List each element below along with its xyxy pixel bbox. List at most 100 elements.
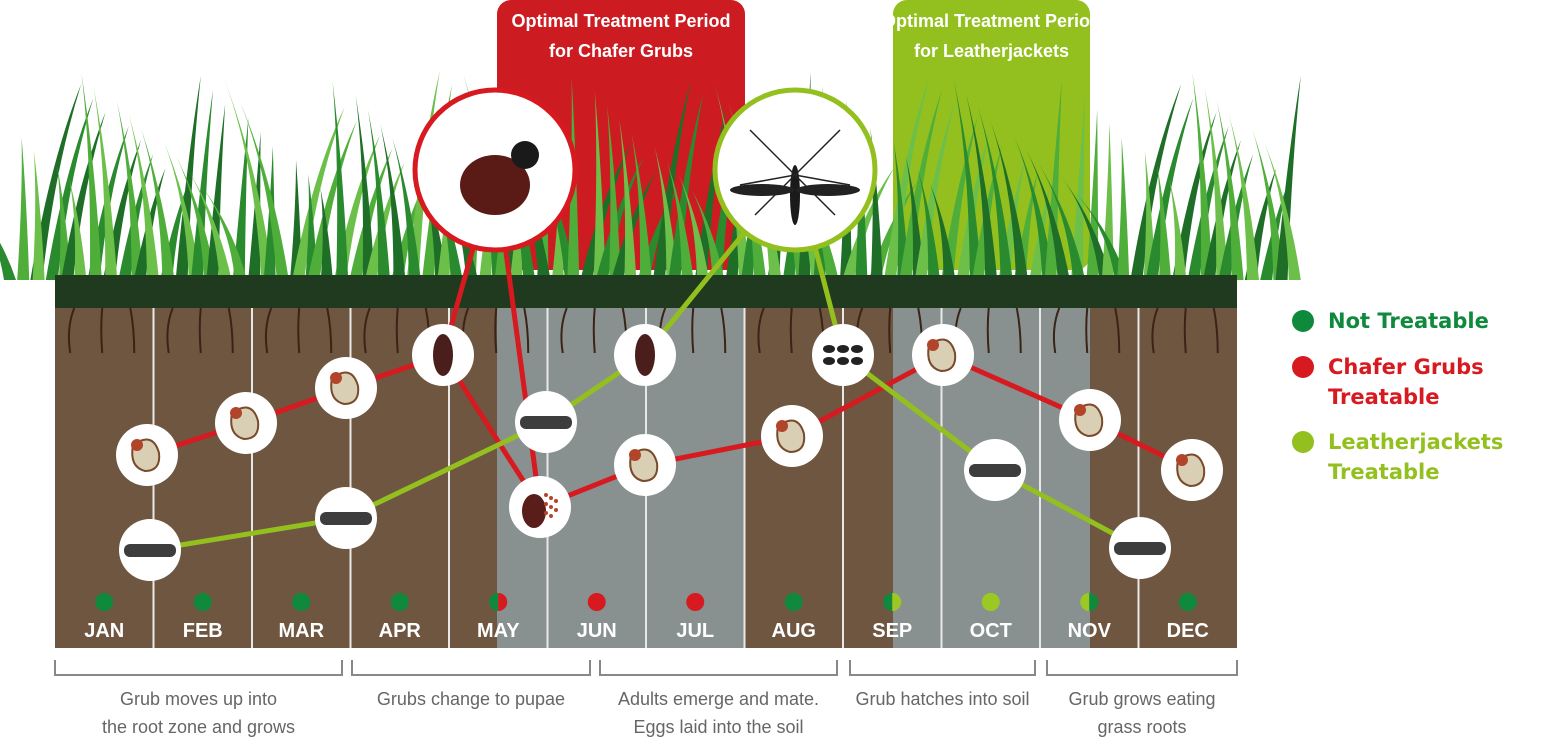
larva-icon [969, 464, 1021, 477]
crane-fly-body [790, 165, 800, 225]
larva-icon [520, 416, 572, 429]
treatment-box-title: for Leatherjackets [914, 41, 1069, 61]
treatment-box-title: for Chafer Grubs [549, 41, 693, 61]
crane-fly-icon [712, 87, 878, 253]
grass-root [1114, 307, 1121, 354]
egg-dot [554, 508, 558, 512]
grass-root [166, 307, 174, 354]
grass-blade [691, 189, 725, 280]
crane-fly-leg [754, 174, 796, 216]
grass-blade [523, 130, 577, 280]
grub-head [1176, 454, 1188, 466]
grass-blade [368, 110, 390, 280]
grass-blade [1145, 98, 1194, 280]
grass-blade [30, 84, 82, 280]
legend-label: Not Treatable [1328, 309, 1489, 333]
grass-blade [1216, 101, 1244, 280]
stage-caption: Adults emerge and mate. [618, 689, 819, 709]
grass-root [986, 307, 990, 354]
grass-blade [81, 73, 102, 280]
larva-icon [124, 544, 176, 557]
grass-blade [930, 184, 956, 280]
treatability-dot-right [1089, 593, 1099, 611]
grass-blade [141, 129, 175, 280]
stage-bracket [1046, 660, 1238, 676]
grass-blade [69, 179, 87, 280]
grass-blade [164, 143, 201, 280]
grass-blade [307, 121, 357, 280]
grass-root [264, 307, 273, 354]
grass-blade [631, 133, 652, 280]
stage-bracket [54, 660, 343, 676]
chafer-beetle-icon [412, 87, 578, 253]
grass-root [757, 307, 765, 354]
grass-blade [355, 96, 375, 280]
stage-bracket [599, 660, 838, 676]
grass-blade [1172, 112, 1217, 280]
grub-head [1074, 404, 1086, 416]
crane-fly-leg [749, 129, 796, 176]
grass-blade [884, 75, 930, 280]
grass-blade [1204, 87, 1229, 280]
grass-blade [990, 120, 1028, 280]
beetle-head [511, 141, 539, 169]
stage-caption: Grub moves up into [120, 689, 277, 709]
grass-blade [607, 105, 621, 280]
grass-blade [953, 78, 982, 280]
grass-root [1183, 307, 1187, 354]
grass-blade [1073, 190, 1127, 280]
legend-not-treatable: Not Treatable [1292, 306, 1489, 336]
grass-blade [236, 93, 289, 280]
month-label-aug: AUG [772, 620, 816, 642]
grass-blade [201, 185, 247, 280]
grass-blade [842, 167, 895, 280]
grass-root [592, 307, 596, 354]
grass-root [1085, 307, 1089, 354]
grass-blade [593, 91, 606, 280]
crane-fly-leg [794, 174, 836, 216]
stage-caption: Eggs laid into the soil [633, 717, 803, 737]
treatability-dot [686, 593, 705, 611]
grass-blade [1013, 134, 1055, 280]
treatability-dot [390, 593, 409, 611]
legend-chafer-treatable: Chafer Grubs Treatable [1292, 352, 1512, 412]
grass-blade [977, 106, 1013, 280]
month-label-may: MAY [477, 620, 520, 642]
legend-swatch [1292, 356, 1314, 378]
grass-blade [914, 103, 955, 280]
grass-blade [248, 132, 261, 280]
stage-bracket [849, 660, 1036, 676]
egg-dot [544, 502, 548, 506]
larva-stage-icon [315, 487, 377, 549]
grass-blade [786, 153, 839, 280]
grub-head [131, 439, 143, 451]
grass-blade [129, 115, 159, 280]
grass-blade [116, 101, 144, 280]
grass-root [720, 307, 727, 354]
grass-blade [1025, 148, 1070, 280]
grass-blade [349, 149, 393, 280]
beetle-body [460, 155, 530, 215]
grass-blade [380, 124, 406, 280]
egg-dot [549, 514, 553, 518]
larva-stage-icon [1109, 517, 1171, 579]
egg-icon [823, 357, 835, 365]
egg-dot [544, 511, 548, 515]
grass-blade [1130, 84, 1182, 280]
grass-blade [679, 175, 709, 280]
crane-fly-leg [794, 129, 841, 176]
grass-blade [1071, 95, 1085, 280]
grass-blade [666, 161, 694, 280]
month-label-sep: SEP [872, 620, 912, 642]
legend-label: Leatherjackets Treatable [1328, 430, 1504, 484]
treatment-box-title: Optimal Treatment Period [511, 11, 730, 31]
grass-blade [61, 112, 106, 280]
pupa-icon [635, 334, 655, 376]
grass-blade [1229, 115, 1259, 280]
grass-root [523, 307, 530, 354]
grass-root [297, 307, 301, 354]
grass-blade [619, 119, 637, 280]
legend-swatch [1292, 310, 1314, 332]
grass-blade [224, 79, 274, 280]
